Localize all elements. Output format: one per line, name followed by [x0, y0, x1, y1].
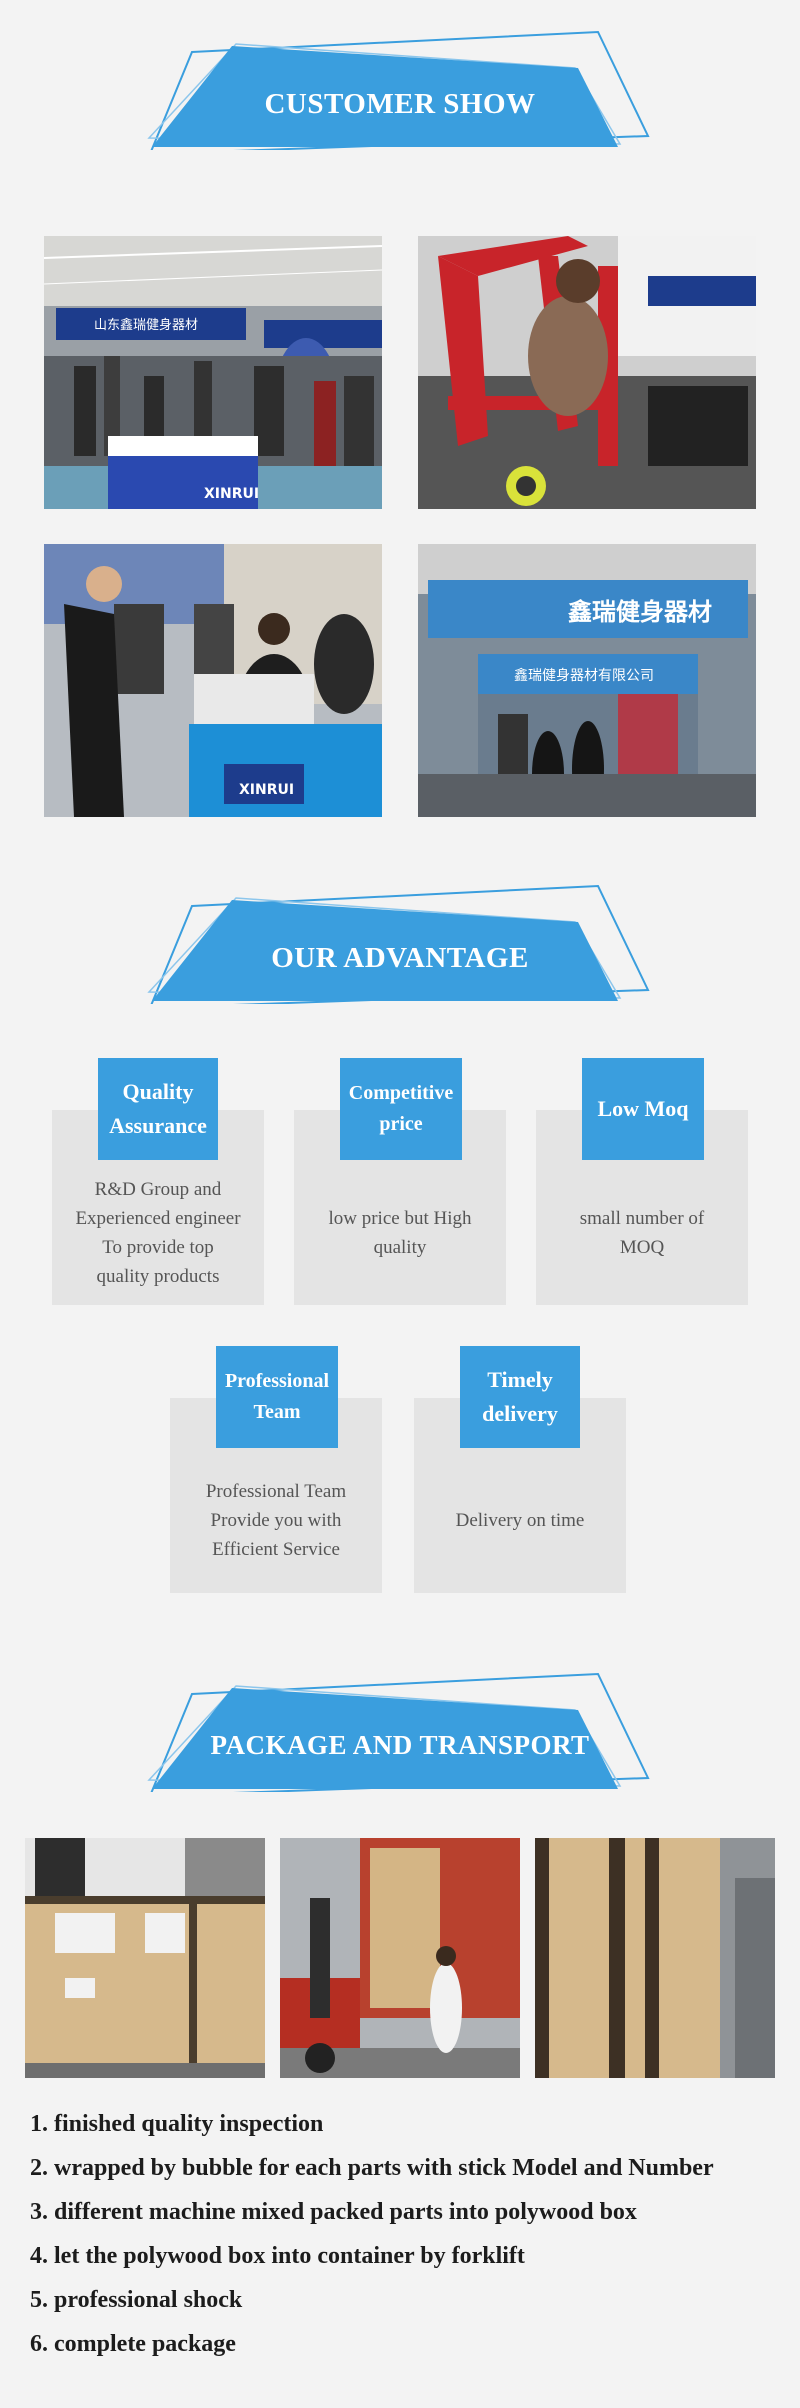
customer-show-banner: CUSTOMER SHOW [0, 20, 800, 150]
package-transport-title: PACKAGE AND TRANSPORT [210, 1730, 590, 1760]
package-photo-2 [280, 1838, 520, 2078]
package-step: 4. let the polywood box into container b… [30, 2243, 525, 2269]
svg-text:鑫瑞健身器材有限公司: 鑫瑞健身器材有限公司 [514, 667, 654, 684]
package-step: 1. finished quality inspection [30, 2111, 324, 2137]
package-photo-3 [535, 1838, 775, 2078]
customer-photo-4: 鑫瑞健身器材 鑫瑞健身器材有限公司 [418, 544, 756, 817]
package-photo-1 [25, 1838, 265, 2078]
package-step: 3. different machine mixed packed parts … [30, 2199, 637, 2225]
customer-photo-1: 山东鑫瑞健身器材 XINRUI [44, 236, 382, 509]
our-advantage-banner: OUR ADVANTAGE [0, 874, 800, 1004]
customer-photo-2 [418, 236, 756, 509]
banner-shape [147, 884, 650, 1004]
svg-text:XINRUI: XINRUI [239, 782, 294, 798]
banner-shape [147, 30, 650, 150]
banner-shape [147, 1672, 650, 1792]
package-transport-banner: PACKAGE AND TRANSPORT [0, 1662, 800, 1792]
package-step: 5. professional shock [30, 2287, 243, 2313]
package-steps-list: 1. finished quality inspection 2. wrappe… [30, 2102, 790, 2366]
package-step: 2. wrapped by bubble for each parts with… [30, 2155, 714, 2181]
our-advantage-title: OUR ADVANTAGE [271, 942, 529, 974]
customer-photo-3: XINRUI [44, 544, 382, 817]
svg-text:山东鑫瑞健身器材: 山东鑫瑞健身器材 [94, 317, 198, 333]
advantage-title-moq: Low Moq [582, 1058, 704, 1160]
advantage-desc-delivery: Delivery on time [455, 1510, 585, 1531]
svg-text:XINRUI: XINRUI [204, 486, 259, 502]
svg-text:鑫瑞健身器材: 鑫瑞健身器材 [568, 598, 712, 626]
package-step: 6. complete package [30, 2331, 236, 2357]
customer-show-title: CUSTOMER SHOW [264, 88, 536, 120]
